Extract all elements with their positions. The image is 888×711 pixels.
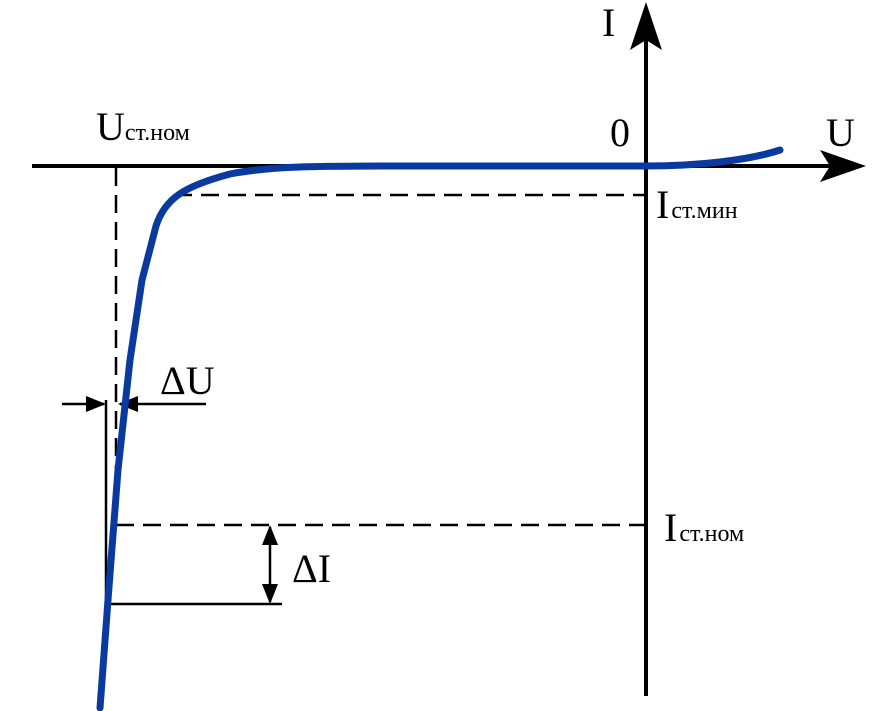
delta-i-label: ΔI — [292, 546, 331, 591]
u-nom-label: Uст.ном — [96, 104, 190, 149]
delta-u-label: ΔU — [160, 358, 215, 403]
guide-lines — [114, 168, 646, 527]
origin-label: 0 — [610, 110, 630, 155]
i-min-label: Iст.мин — [656, 182, 738, 227]
u-nom-sub: ст.ном — [125, 120, 190, 146]
i-axis-label: I — [602, 0, 615, 45]
i-nom-sub: ст.ном — [679, 521, 744, 547]
i-min-sub: ст.мин — [671, 198, 737, 224]
i-axis-arrow — [630, 2, 662, 50]
i-min-main: I — [656, 182, 669, 227]
i-nom-label: Iст.ном — [664, 505, 744, 550]
u-axis-label: U — [826, 110, 855, 155]
construction-lines — [62, 396, 282, 606]
u-axis-arrow — [820, 150, 866, 182]
u-nom-main: U — [96, 104, 125, 149]
iv-curve — [96, 146, 784, 711]
i-nom-main: I — [664, 505, 677, 550]
